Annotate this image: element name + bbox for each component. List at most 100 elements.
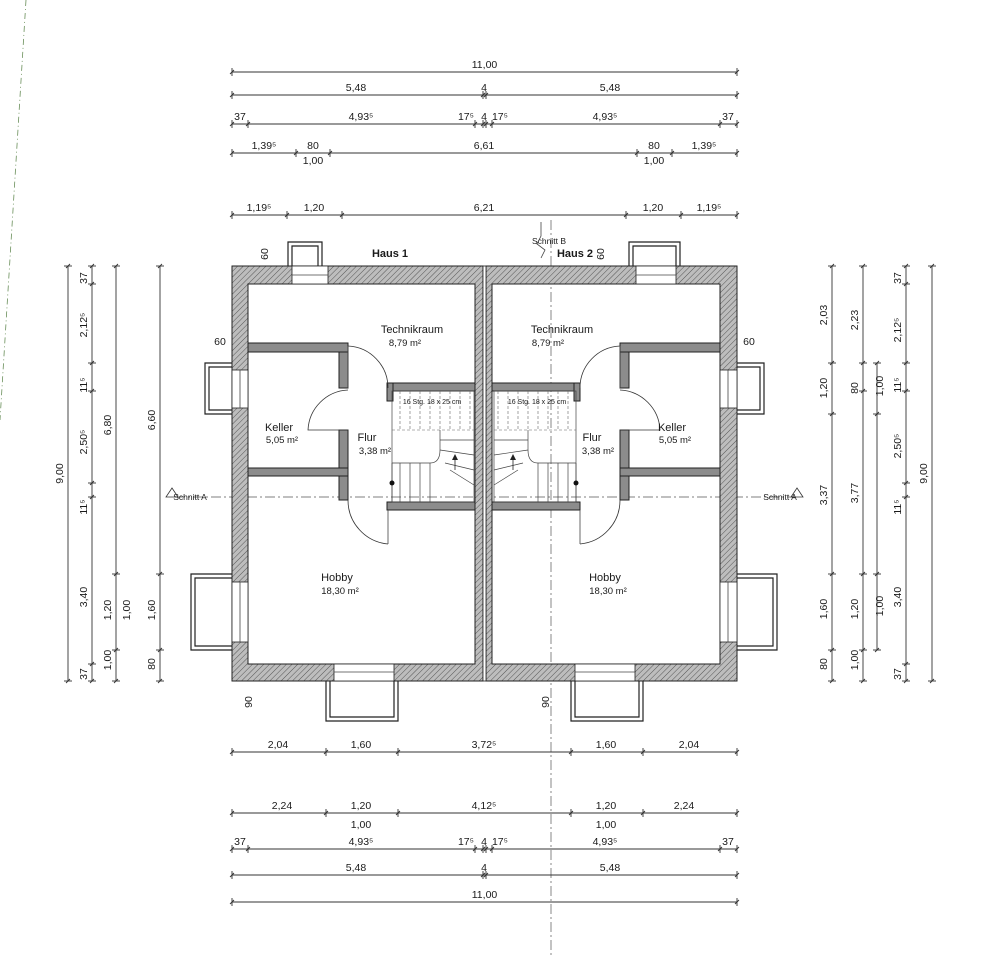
- dim-label: 37: [722, 836, 734, 848]
- haus-2-label: Haus 2: [557, 248, 593, 260]
- dim-label: 4,93⁵: [349, 836, 374, 848]
- dim-label: 17⁵: [492, 836, 508, 848]
- dim-label: 4,12⁵: [472, 800, 497, 812]
- dim-label: 2,23: [849, 310, 861, 331]
- dim-label: 1,20: [351, 800, 372, 812]
- dim-label: 9,00: [54, 463, 66, 484]
- doors: [307, 345, 661, 545]
- dim-label: 1,00: [121, 600, 133, 621]
- schnitt-b-label: Schnitt B: [532, 236, 566, 246]
- dim-label: 2,50⁵: [892, 434, 904, 459]
- dim-label: 4,93⁵: [349, 111, 374, 123]
- schnitt-a-left-label: Schnitt A: [173, 492, 207, 502]
- dim-label: 2,12⁵: [892, 318, 904, 343]
- dim-label: 80: [307, 140, 319, 152]
- dim-label: 80: [849, 382, 861, 394]
- niche-depth-label: 90: [540, 696, 552, 708]
- dim-label: 1,60: [596, 739, 617, 751]
- dim-label: 1,39⁵: [692, 140, 717, 152]
- dim-label: 1,60: [818, 599, 830, 620]
- niche-depth-label: 60: [743, 336, 755, 348]
- dim-label: 11,00: [472, 59, 498, 71]
- dim-label: 11⁵: [78, 377, 90, 392]
- dim-label: 9,00: [918, 463, 930, 484]
- niche-depth-label: 60: [259, 248, 271, 260]
- dim-label: 37: [78, 668, 90, 680]
- right-dim-col3: [873, 360, 881, 653]
- dim-label: 4,93⁵: [593, 836, 618, 848]
- niche-depth-label: 90: [243, 696, 255, 708]
- dim-label: 17⁵: [458, 836, 474, 848]
- h2-hobby-name: Hobby: [589, 572, 621, 584]
- dim-label: 4,93⁵: [593, 111, 618, 123]
- house1-inner-walls: [247, 342, 476, 511]
- dim-label: 80: [818, 658, 830, 670]
- dim-label: 1,20: [304, 202, 325, 214]
- dim-label: 37: [892, 668, 904, 680]
- h2-technikraum-area: 8,79 m²: [532, 338, 564, 349]
- dim-label: 1,60: [351, 739, 372, 751]
- h2-flur-name: Flur: [583, 432, 602, 444]
- dim-label: 2,24: [272, 800, 293, 812]
- haus-1-label: Haus 1: [372, 248, 408, 260]
- dim-label: 4: [481, 82, 487, 94]
- h1-flur-name: Flur: [358, 432, 377, 444]
- property-line: [0, 0, 27, 421]
- dim-label: 1,20: [849, 599, 861, 620]
- h1-stair-label: 16 Stg. 18 x 25 cm: [403, 399, 462, 406]
- windows: [231, 265, 738, 682]
- dim-label: 2,03: [818, 305, 830, 326]
- dim-label: 1,00: [351, 819, 372, 831]
- dim-label: 17⁵: [458, 111, 474, 123]
- dim-label: 5,48: [346, 82, 367, 94]
- dim-label: 4: [481, 862, 487, 874]
- dim-label: 2,50⁵: [78, 430, 90, 455]
- dim-label: 3,72⁵: [472, 739, 497, 751]
- dim-label: 37: [722, 111, 734, 123]
- niche-depth-label: 60: [214, 336, 226, 348]
- dim-label: 6,80: [102, 415, 114, 436]
- dim-label: 2,12⁵: [78, 313, 90, 338]
- dim-label: 6,21: [474, 202, 495, 214]
- dim-label: 37: [234, 836, 246, 848]
- dim-label: 37: [892, 272, 904, 284]
- schnitt-a-left-arrow: [165, 487, 179, 498]
- dim-label: 1,20: [643, 202, 664, 214]
- dim-label: 5,48: [600, 82, 621, 94]
- h1-keller-area: 5,05 m²: [266, 435, 298, 446]
- h2-flur-area: 3,38 m²: [582, 446, 614, 457]
- dim-label: 37: [78, 272, 90, 284]
- h1-keller-name: Keller: [265, 422, 293, 434]
- dim-label: 5,48: [346, 862, 367, 874]
- room-labels: Technikraum 8,79 m² Keller 5,05 m² Flur …: [265, 324, 691, 597]
- dim-label: 1,00: [596, 819, 617, 831]
- bottom-dim-row5: 11,00: [229, 889, 740, 906]
- dim-label: 2,04: [268, 739, 289, 751]
- building: [190, 241, 778, 722]
- dim-label: 1,00: [303, 155, 324, 167]
- dim-label: 1,19⁵: [697, 202, 722, 214]
- dim-label: 6,60: [146, 410, 158, 431]
- dim-label: 2,24: [674, 800, 695, 812]
- left-dim-outer: 9,00: [54, 263, 72, 684]
- schnitt-b-mark: [536, 222, 546, 259]
- h1-technikraum-area: 8,79 m²: [389, 338, 421, 349]
- house2-lightwells: [570, 241, 778, 722]
- dim-label: 1,00: [874, 376, 886, 397]
- dim-label: 37: [234, 111, 246, 123]
- dim-label: 3,40: [78, 587, 90, 608]
- niche-depth-label: 60: [595, 248, 607, 260]
- dim-label: 5,48: [600, 862, 621, 874]
- dim-label: 1,00: [874, 596, 886, 617]
- house1-stair: [389, 390, 475, 503]
- h1-technikraum-name: Technikraum: [381, 324, 443, 336]
- top-dim-row2: 5,48 4 5,48: [229, 82, 740, 99]
